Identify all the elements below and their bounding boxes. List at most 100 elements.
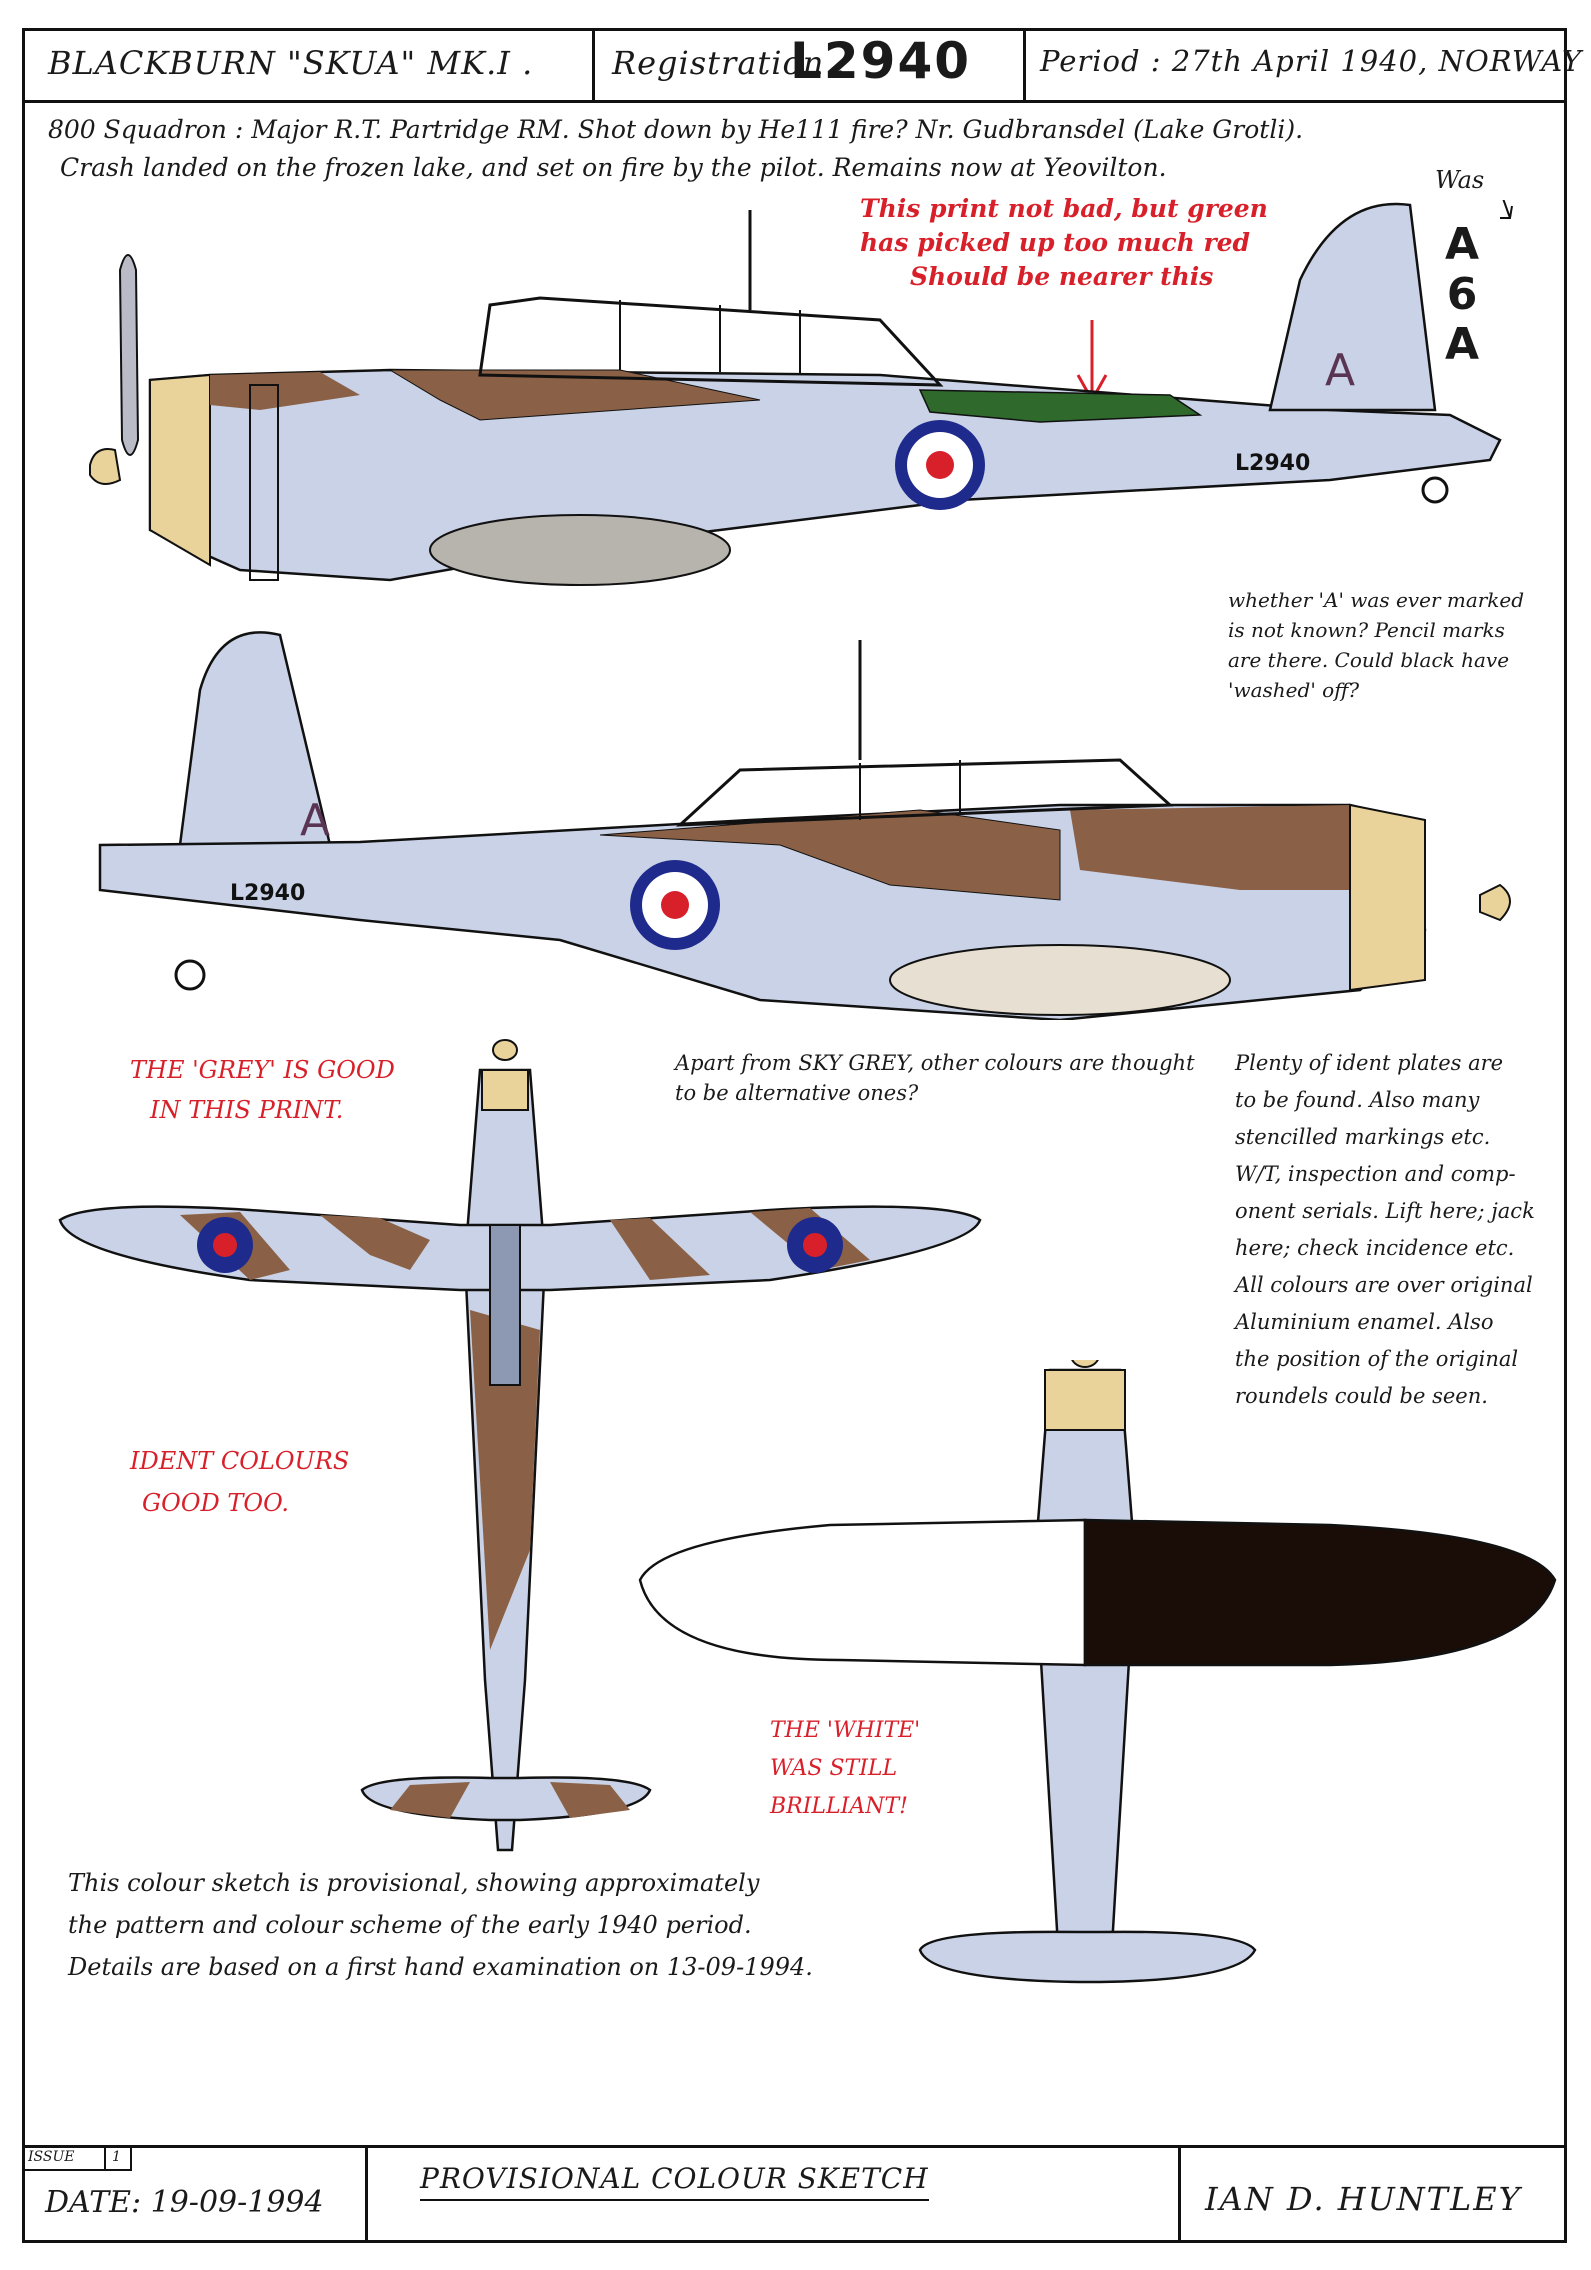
footer-divider <box>22 2145 1567 2148</box>
code-letter-2: 6 <box>1446 269 1478 320</box>
plenty-note-line-3: stencilled markings etc. <box>1235 1125 1491 1149</box>
wing-root <box>429 514 731 586</box>
fuselage-underside <box>1033 1368 1137 1982</box>
code-letter-1: A <box>1445 219 1480 270</box>
port-profile-drawing: A L2940 <box>89 200 1513 586</box>
white-note-line-2: WAS STILL <box>770 1756 898 1781</box>
grey-good-line-1: THE 'GREY' IS GOOD <box>130 1056 395 1084</box>
print-note: This print not bad, but green has picked… <box>860 192 1268 294</box>
serial-marking-starboard: L2940 <box>230 881 305 906</box>
aircraft-title: BLACKBURN "SKUA" MK.I . <box>48 44 534 82</box>
header-separator-1 <box>592 28 595 102</box>
tailplane-underside <box>918 1930 1257 1984</box>
header-separator-2 <box>1023 28 1026 102</box>
whether-note-line-1: whether 'A' was ever marked <box>1228 588 1525 612</box>
intro-line-1: 800 Squadron : Major R.T. Partridge RM. … <box>48 115 1304 144</box>
cowling-underside <box>1044 1369 1126 1431</box>
fin-letter-starboard: A <box>300 795 330 846</box>
plan-view-underside <box>638 1360 1557 1984</box>
spinner-upper <box>492 1039 518 1061</box>
issue-box: ISSUE 1 <box>24 2147 132 2171</box>
registration-label: Registration : <box>612 44 848 82</box>
roundel-starboard-red <box>661 891 689 919</box>
tail-wheel-starboard <box>174 959 206 991</box>
tail-wheel <box>1421 476 1449 504</box>
apart-note-line-2: to be alternative ones? <box>675 1081 919 1105</box>
plenty-note-line-1: Plenty of ident plates are <box>1235 1051 1504 1075</box>
sketch-note-line-2: the pattern and colour scheme of the ear… <box>68 1911 752 1939</box>
print-note-line-2: has picked up too much red <box>860 228 1251 257</box>
period: Period : 27th April 1940, NORWAY <box>1040 44 1583 78</box>
plenty-note-line-7: All colours are over original <box>1235 1273 1533 1297</box>
fuselage-roundel-red <box>926 451 954 479</box>
plenty-note: Plenty of ident plates are to be found. … <box>1235 1045 1535 1415</box>
code-letters: A 6 A <box>1445 220 1479 370</box>
print-note-arrow <box>1076 320 1108 404</box>
intro-line-2: Crash landed on the frozen lake, and set… <box>60 153 1167 182</box>
wing-root-starboard <box>889 944 1231 1016</box>
plenty-note-line-9: the position of the original <box>1235 1347 1519 1371</box>
plenty-note-line-4: W/T, inspection and comp- <box>1235 1162 1516 1186</box>
ident-good-line-1: IDENT COLOURS <box>130 1447 350 1475</box>
sketch-note-line-1: This colour sketch is provisional, showi… <box>68 1869 760 1897</box>
was-arrow <box>1500 200 1513 219</box>
camo-fuselage-upper <box>470 1310 540 1650</box>
cowling-starboard <box>1349 803 1426 992</box>
propeller-blade-top <box>118 254 140 456</box>
plenty-note-line-2: to be found. Also many <box>1235 1088 1480 1112</box>
canopy-upper <box>489 1224 521 1386</box>
cowling-ring <box>149 373 211 567</box>
was-label: Was <box>1435 166 1485 194</box>
plenty-note-line-10: roundels could be seen. <box>1235 1384 1488 1408</box>
white-note: THE 'WHITE' WAS STILL BRILLIANT! <box>770 1712 920 1826</box>
spinner-starboard <box>1479 883 1511 922</box>
tail-fin-starboard <box>178 631 332 847</box>
plan-view-upper <box>58 1039 982 1852</box>
plenty-note-line-8: Aluminium enamel. Also <box>1235 1310 1494 1334</box>
serial-marking: L2940 <box>1235 451 1310 476</box>
plenty-note-line-6: here; check incidence etc. <box>1235 1236 1515 1260</box>
camo-patch-nose <box>210 372 360 410</box>
camo-wing-3 <box>610 1218 710 1280</box>
spinner-underside <box>1071 1360 1099 1368</box>
camo-patch-starboard <box>599 809 1061 901</box>
spinner <box>89 448 122 485</box>
ident-good-note: IDENT COLOURS GOOD TOO. <box>130 1440 349 1524</box>
author: IAN D. HUNTLEY <box>1205 2180 1522 2218</box>
whether-note-line-3: are there. Could black have <box>1228 648 1510 672</box>
sheet-title: PROVISIONAL COLOUR SKETCH <box>420 2162 929 2201</box>
camo-patch-forward <box>1070 805 1390 890</box>
whether-note-line-4: 'washed' off? <box>1228 678 1360 702</box>
canopy-starboard <box>675 758 1174 827</box>
camo-wing-2 <box>320 1215 430 1270</box>
whether-note-line-2: is not known? Pencil marks <box>1228 618 1505 642</box>
sketch-note: This colour sketch is provisional, showi… <box>68 1862 813 1988</box>
apart-note: Apart from SKY GREY, other colours are t… <box>675 1048 1195 1108</box>
apart-note-line-1: Apart from SKY GREY, other colours are t… <box>675 1051 1195 1075</box>
grey-good-note: THE 'GREY' IS GOOD IN THIS PRINT. <box>130 1050 395 1130</box>
sheet-date: DATE: 19-09-1994 <box>45 2185 324 2220</box>
print-note-line-1: This print not bad, but green <box>860 194 1268 223</box>
footer-separator-1 <box>365 2147 368 2243</box>
white-note-line-1: THE 'WHITE' <box>770 1718 921 1743</box>
white-note-line-3: BRILLIANT! <box>770 1794 908 1819</box>
cowling-upper <box>481 1069 529 1111</box>
print-note-line-3: Should be nearer this <box>910 262 1214 291</box>
header-divider <box>22 100 1567 103</box>
whether-note: whether 'A' was ever marked is not known… <box>1228 585 1524 705</box>
fin-letter: A <box>1325 345 1355 396</box>
starboard-profile-drawing: A L2940 <box>98 631 1511 1020</box>
boarding-ladder <box>249 384 279 581</box>
issue-label: ISSUE <box>28 2149 75 2165</box>
underside-wing-white <box>638 1518 1087 1667</box>
ident-good-line-2: GOOD TOO. <box>142 1489 289 1517</box>
green-spine-sample <box>918 389 1203 423</box>
tail-fin <box>1268 202 1437 412</box>
underside-wing-black <box>1083 1518 1557 1667</box>
registration-number: L2940 <box>790 32 972 90</box>
sketch-note-line-3: Details are based on a first hand examin… <box>68 1953 813 1981</box>
footer-separator-2 <box>1178 2147 1181 2243</box>
canopy <box>478 296 944 387</box>
plenty-note-line-5: onent serials. Lift here; jack <box>1235 1199 1535 1223</box>
issue-number: 1 <box>112 2149 121 2165</box>
